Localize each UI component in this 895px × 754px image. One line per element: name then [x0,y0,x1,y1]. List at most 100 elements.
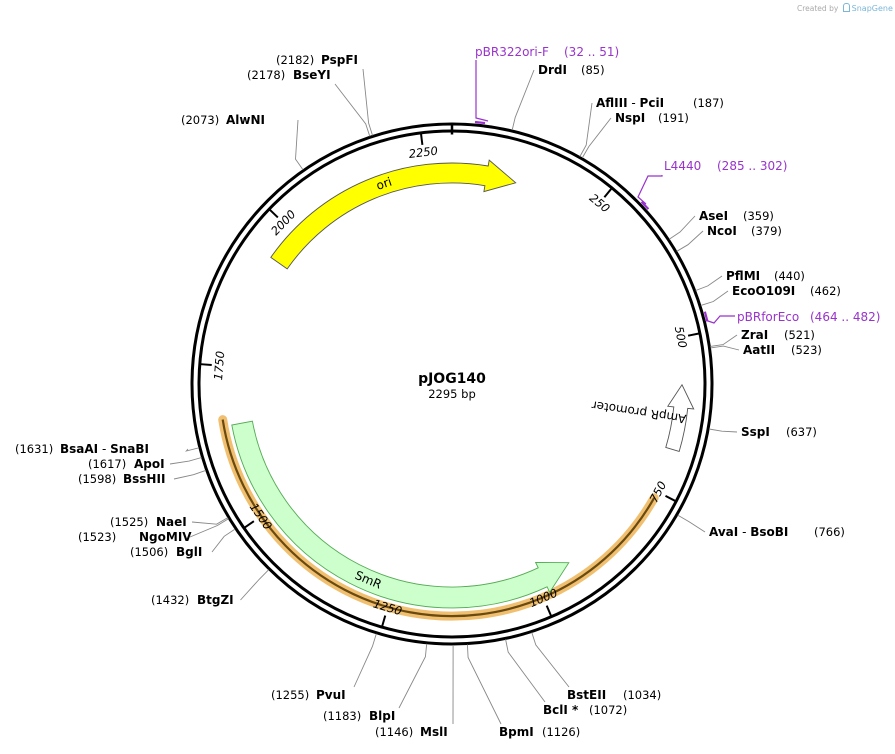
enzyme-name-part: BsaAI [60,442,98,456]
enzyme-site-label: BsaAI - SnaBI (1631) [15,442,149,456]
tick-mark [545,605,552,617]
primer-leader-line [637,175,663,205]
backbone-layer [190,122,714,646]
primer-range: (285 .. 302) [717,159,787,173]
enzyme-leader-line [505,639,546,703]
enzyme-name: AlwNI [226,113,265,127]
tick-label: 2250 [408,144,439,162]
enzyme-name: NcoI [707,224,737,238]
enzyme-leader-line [677,514,706,533]
enzyme-site-label: AlwNI(2073) [181,113,265,127]
enzyme-position: (523) [791,343,822,357]
enzyme-position: (85) [581,63,605,77]
primer-binding-site [474,120,486,125]
enzyme-position: (521) [784,328,815,342]
enzyme-name: PspFI [321,53,358,67]
enzyme-site-label: EcoO109I(462) [732,284,841,298]
feature-arrow-ampr_promoter [665,383,695,452]
enzyme-position: (440) [774,269,805,283]
enzyme-position: (766) [814,525,845,539]
enzyme-site-label: BseYI (2178) [247,68,331,82]
enzyme-name-part: AvaI [709,525,738,539]
enzyme-name: ApoI [134,457,165,471]
enzyme-name: NspI [615,111,645,125]
primer-name: L4440 [664,159,701,173]
enzyme-position: (191) [658,111,689,125]
enzyme-name: EcoO109I [732,284,795,298]
enzyme-site-label: BglI(1506) [130,545,202,559]
primer-pbr322ori: pBR322ori-F(32 .. 51) [474,45,619,125]
enzyme-site-label: AatII (523) [743,343,822,357]
enzyme-position: (1183) [323,709,361,723]
enzyme-leader-line [191,517,229,525]
tick-mark [603,188,613,198]
enzyme-position: (1034) [623,688,661,702]
enzyme-site-label: NcoI(379) [707,224,782,238]
enzyme-name: BsaAI - SnaBI [60,442,149,456]
enzyme-site-label: PvuI(1255) [271,688,346,702]
enzyme-leader-line [511,69,535,131]
enzyme-leader-line [169,457,202,465]
primer-binding-site [703,311,709,322]
feature-arrow-ori [270,159,517,270]
enzyme-name-part: NgoMIV [139,530,192,544]
enzyme-position: (1523) [78,530,116,544]
enzyme-separator: - [628,96,640,110]
highlight-region-layer [218,415,659,621]
enzyme-name-part: AatII [743,343,775,357]
enzyme-position: (1598) [78,472,116,486]
enzyme-leader-line [710,334,738,347]
enzyme-name: BpmI [499,725,534,739]
enzyme-site-label: BclI *(1072) [543,703,627,717]
enzyme-position: (1631) [15,442,53,456]
enzyme-position: (2178) [247,68,285,82]
enzyme-name-part: BpmI [499,725,534,739]
enzyme-separator: - [98,442,110,456]
enzyme-name-part: MslI [420,725,448,739]
enzyme-leader-line [362,68,373,136]
enzyme-leader-line [710,345,740,351]
enzyme-name: NaeI [156,515,187,529]
plasmid-name: pJOG140 [418,371,486,387]
tick-mark [269,209,279,219]
enzyme-name: BclI * [543,703,579,717]
enzyme-position: (1432) [151,593,189,607]
label-line-layer [169,68,740,725]
enzyme-name-part: PflMI [726,269,760,283]
tick-label: 1750 [211,350,227,380]
enzyme-name-part: PvuI [316,688,346,702]
enzyme-name: BseYI [293,68,331,82]
enzyme-name: AatII [743,343,775,357]
enzyme-name: PflMI [726,269,760,283]
tick-mark [244,520,255,529]
enzyme-leader-line [579,102,593,157]
enzyme-site-label: ZraI(521) [741,328,815,342]
enzyme-name-part: NspI [615,111,645,125]
enzyme-position: (1126) [542,725,580,739]
backbone-outer-circle [190,122,714,646]
enzyme-name-part: BssHII [123,472,165,486]
enzyme-leader-line [695,275,723,291]
enzyme-site-label: BstEII(1034) [567,688,661,702]
enzyme-leader-line [668,215,696,240]
enzyme-site-label: NgoMIV (1523) [78,530,192,544]
primer-pbrforeco: pBRforEco(464 .. 482) [703,310,880,324]
enzyme-name-part: AflIII [596,96,628,110]
enzyme-name: MslI [420,725,448,739]
enzyme-name-part: AlwNI [226,113,265,127]
enzyme-site-label: SspI(637) [741,425,817,439]
enzyme-separator: - [738,525,750,539]
enzyme-name: BglI [176,545,202,559]
enzyme-site-label: AflIII - PciI(187) [596,96,724,110]
primer-l4440: L4440 (285 .. 302) [637,159,787,210]
enzyme-name-part: AseI [699,209,728,223]
enzyme-name: BtgZI [197,593,234,607]
enzyme-name-part: BlpI [369,709,395,723]
enzyme-name-part: BclI * [543,703,579,717]
enzyme-leader-line [295,119,304,170]
enzyme-name-part: DrdI [538,63,567,77]
enzyme-name-part: SspI [741,425,770,439]
enzyme-name: AvaI - BsoBI [709,525,788,539]
